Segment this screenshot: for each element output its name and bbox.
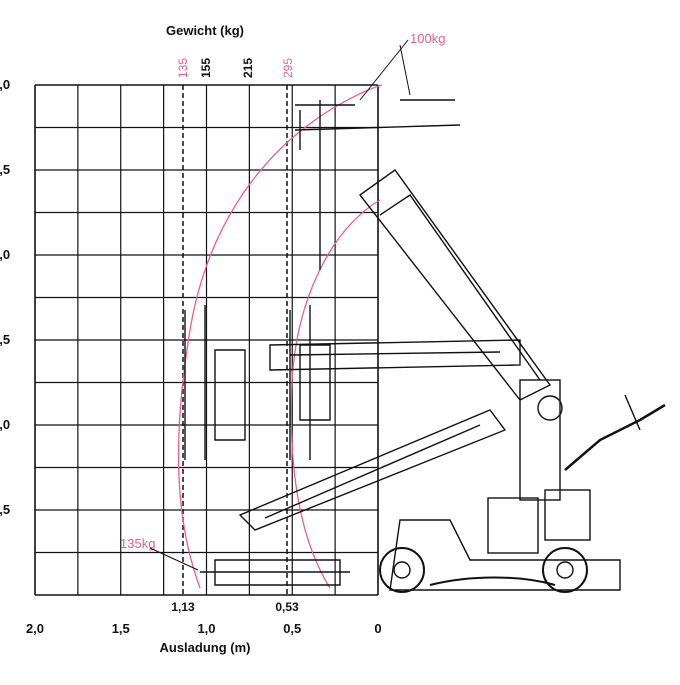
reach-curve-100kg [290,199,381,589]
mark-left: 1,13 [171,600,195,614]
y-tick-label: 1,0 [0,417,10,432]
vacuum-head-mid-right [289,305,331,460]
reach-height-grid [34,84,379,596]
callout-100kg: 100kg [410,31,445,46]
device-track [429,576,556,586]
callout-135kg-leader [149,547,199,571]
callout-100kg-leader-a [359,39,409,101]
x-tick-label: 1,5 [112,621,130,636]
y-tick-label: 1,5 [0,332,10,347]
steering-handle [564,403,666,471]
vacuum-head-bottom [200,559,350,586]
rear-wheel-hub [556,561,574,579]
x-axis-title: Ausladung (m) [160,640,251,655]
rear-wheel [542,547,588,593]
boom-upper [358,169,552,401]
boom-upper-inner [379,194,541,381]
weight-label-215: 215 [241,58,255,78]
callout-135kg: 135kg [120,536,155,551]
weight-label-295: 295 [281,58,295,78]
mast-column [519,379,561,501]
y-axis-ticks: 3,02,52,01,51,00,50 [0,77,10,517]
x-axis-ticks: 2,0 1,5 1,0 0,5 0 [26,621,382,636]
front-wheel-hub [393,561,411,579]
weight-title: Gewicht (kg) [166,23,244,38]
mast-pivot [537,395,563,421]
boom-lower [238,409,507,531]
lifter-device-drawing [184,99,666,593]
weight-label-155: 155 [199,58,213,78]
handle-grip [624,394,641,431]
y-tick-label: 2,5 [0,162,10,177]
boom-middle-inner [289,351,501,356]
front-wheel [379,547,425,593]
y-tick-label: 0,5 [0,502,10,517]
x-tick-label: 0,5 [283,621,301,636]
y-tick-label: 3,0 [0,77,10,92]
control-box [544,489,591,541]
mark-right: 0,53 [275,600,299,614]
x-tick-label: 0 [374,621,381,636]
battery-box [487,497,539,554]
callout-100kg-leader-b [399,44,411,96]
vacuum-head-mid-left [184,305,246,460]
vacuum-head-top [294,99,461,270]
boom-middle [269,339,521,371]
boom-lower-inner [264,424,481,519]
y-tick-label: 2,0 [0,247,10,262]
device-chassis [389,519,621,591]
reach-curve-135kg [177,84,383,589]
x-tick-label: 1,0 [197,621,215,636]
weight-label-135: 135 [176,58,190,78]
x-tick-label: 2,0 [26,621,44,636]
